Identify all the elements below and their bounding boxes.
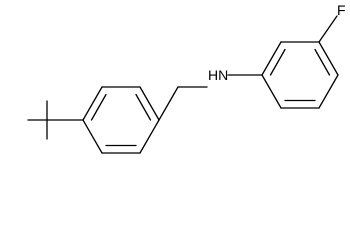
chemical-structure-diagram: HN F [27, 2, 346, 154]
ring1-bond-6 [82, 119, 103, 154]
ring1-bond-1 [82, 86, 103, 121]
ring2-bond-6 [261, 41, 282, 76]
fluorine-label: F [337, 2, 346, 18]
fluorophenyl-ring [261, 41, 339, 109]
ring1-double-bond-1 [90, 93, 107, 121]
benzyl-ch2-bond [158, 86, 179, 121]
ring2-double-bond-2 [314, 48, 331, 76]
benzyl-ring [82, 86, 160, 154]
tert-butyl-group [27, 100, 84, 140]
ring1-double-bond-2 [135, 93, 152, 121]
ring1-bond-3 [139, 86, 160, 121]
ring2-bond-4 [318, 41, 339, 76]
ring2-bond-3 [318, 74, 339, 109]
c-f-bond [318, 15, 338, 43]
nitrogen-label: HN [208, 67, 228, 83]
ring1-bond-4 [139, 119, 160, 154]
ring2-bond-1 [261, 74, 282, 109]
ring2-double-bond-3 [269, 48, 286, 76]
